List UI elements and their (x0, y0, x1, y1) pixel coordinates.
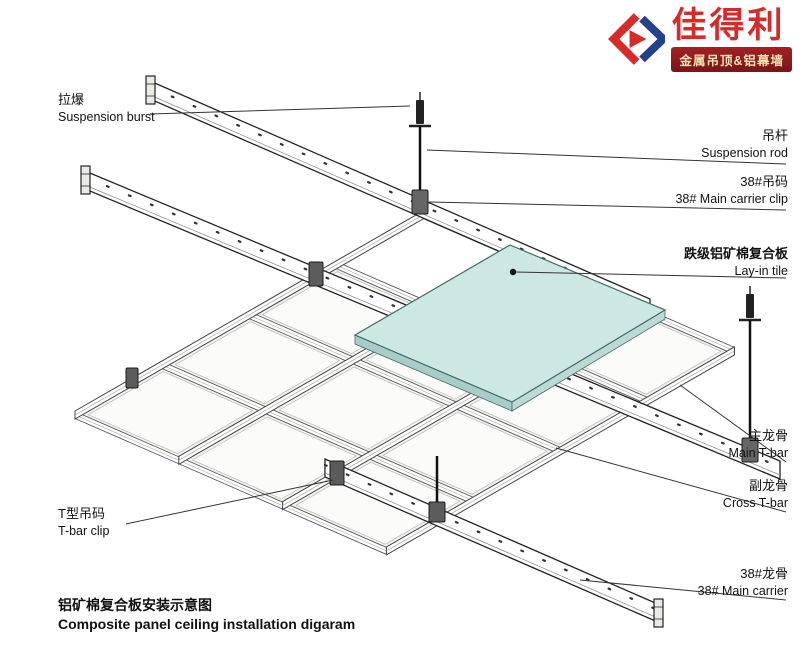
brand-logo-text: 佳得利 金属吊顶&铝幕墙 (671, 6, 792, 72)
label-cross-t-bar-zh: 副龙骨 (748, 478, 788, 493)
leader-main-carrier (579, 579, 787, 601)
label-suspension-rod-zh: 吊杆 (761, 128, 788, 143)
leader-suspension-rod (426, 149, 787, 165)
brand-tagline: 金属吊顶&铝幕墙 (671, 46, 792, 72)
label-cross-t-bar: 副龙骨 Cross T-bar (723, 478, 788, 511)
diagram-title-zh: 铝矿棉复合板安装示意图 (58, 597, 212, 613)
label-t-bar-clip-zh: T型吊码 (58, 506, 105, 521)
label-main-carrier-clip-en: 38# Main carrier clip (675, 191, 788, 206)
label-main-t-bar-zh: 主龙骨 (748, 428, 788, 443)
label-suspension-burst-en: Suspension burst (58, 109, 155, 124)
t-bar-clips (125, 261, 446, 523)
leader-lay-in-tile (515, 271, 787, 279)
label-t-bar-clip: T型吊码 T-bar clip (58, 506, 109, 539)
leader-main-carrier-clip (428, 201, 787, 211)
diagram-title-en: Composite panel ceiling installation dig… (58, 615, 356, 632)
suspension-rod-right (739, 286, 761, 463)
leader-lines (125, 105, 787, 601)
diagram-title: 铝矿棉复合板安装示意图 Composite panel ceiling inst… (58, 596, 355, 634)
leader-main-t-bar (679, 384, 787, 463)
label-suspension-burst-zh: 拉爆 (58, 92, 85, 107)
brand-logo: 佳得利 金属吊顶&铝幕墙 (603, 6, 792, 72)
label-suspension-rod-en: Suspension rod (701, 145, 788, 160)
label-suspension-rod: 吊杆 Suspension rod (701, 128, 788, 161)
label-lay-in-tile: 跌级铝矿棉复合板 Lay-in tile (684, 246, 788, 279)
lay-in-tile-panel (353, 244, 667, 412)
label-main-t-bar: 主龙骨 Main T-bar (728, 428, 788, 461)
label-main-carrier-zh: 38#龙骨 (740, 566, 788, 581)
label-main-carrier-clip-zh: 38#吊码 (740, 174, 788, 189)
tile-reference-dot (509, 268, 517, 276)
main-carrier-bottom (323, 458, 664, 628)
label-lay-in-tile-en: Lay-in tile (734, 263, 789, 278)
leader-t-bar-clip (125, 479, 334, 525)
label-main-t-bar-en: Main T-bar (728, 445, 788, 460)
leader-suspension-burst (149, 105, 411, 115)
label-main-carrier-clip: 38#吊码 38# Main carrier clip (675, 174, 788, 207)
suspension-rod-top (409, 92, 431, 215)
label-t-bar-clip-en: T-bar clip (58, 523, 110, 538)
label-suspension-burst: 拉爆 Suspension burst (58, 92, 155, 125)
leader-cross-t-bar (555, 447, 787, 513)
brand-logo-icon (608, 13, 666, 65)
label-cross-t-bar-en: Cross T-bar (722, 495, 788, 510)
label-main-carrier-en: 38# Main carrier (697, 583, 788, 598)
label-lay-in-tile-zh: 跌级铝矿棉复合板 (683, 246, 788, 261)
brand-name: 佳得利 (671, 6, 786, 45)
label-main-carrier: 38#龙骨 38# Main carrier (698, 566, 788, 599)
